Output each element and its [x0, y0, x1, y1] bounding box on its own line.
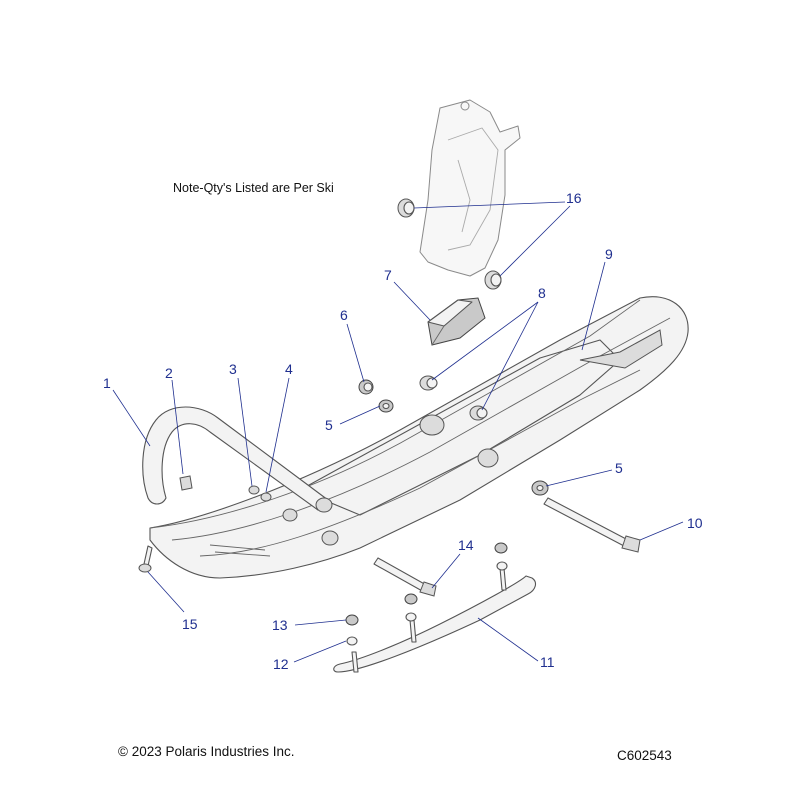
bushing-part-8a [419, 375, 438, 391]
figure-id: C602543 [617, 748, 672, 763]
bolt-part-15 [138, 545, 153, 573]
callout-labels: 1 2 3 4 5 5 6 7 8 9 10 11 12 13 14 15 16 [103, 190, 703, 672]
callout-7: 7 [384, 267, 392, 283]
bushing-part-16a [397, 198, 415, 218]
diagram-note: Note-Qty's Listed are Per Ski [173, 181, 334, 195]
bushing-part-8b [469, 405, 488, 421]
plug-part-2 [179, 475, 193, 491]
washer-part-runner-b [405, 612, 417, 622]
callout-13: 13 [272, 617, 288, 633]
spindle-part [419, 99, 521, 277]
callout-6: 6 [340, 307, 348, 323]
callout-9: 9 [605, 246, 613, 262]
callout-11: 11 [540, 654, 555, 670]
ski-stop-block-part [427, 297, 486, 346]
washer-part-runner [496, 561, 508, 571]
callout-5b: 5 [615, 460, 623, 476]
callout-5a: 5 [325, 417, 333, 433]
callout-1: 1 [103, 375, 111, 391]
nut-part-runner [404, 593, 418, 605]
nut-part-6 [358, 379, 374, 395]
callout-16: 16 [566, 190, 582, 206]
nut-part-13 [345, 614, 359, 626]
bolt-part-14 [373, 557, 437, 597]
callout-10: 10 [687, 515, 703, 531]
washer-part-12 [346, 636, 358, 646]
callout-12: 12 [273, 656, 289, 672]
copyright-text: © 2023 Polaris Industries Inc. [118, 744, 295, 759]
washer-part-5b [531, 480, 549, 496]
carbide-runner-part-11 [333, 567, 537, 673]
callout-15: 15 [182, 616, 198, 632]
callout-3: 3 [229, 361, 237, 377]
callout-8: 8 [538, 285, 546, 301]
leader-lines [112, 201, 684, 663]
bolt-part-10 [543, 497, 641, 553]
nut-part-3 [248, 485, 260, 495]
bushing-part-16b [484, 270, 502, 290]
callout-14: 14 [458, 537, 474, 553]
nut-part-14a [494, 542, 508, 554]
ski-body-part [149, 296, 689, 579]
callout-2: 2 [165, 365, 173, 381]
callout-4: 4 [285, 361, 293, 377]
ski-loop-part [142, 406, 333, 513]
washer-part-5a [378, 399, 394, 413]
washer-part-4 [260, 492, 272, 502]
